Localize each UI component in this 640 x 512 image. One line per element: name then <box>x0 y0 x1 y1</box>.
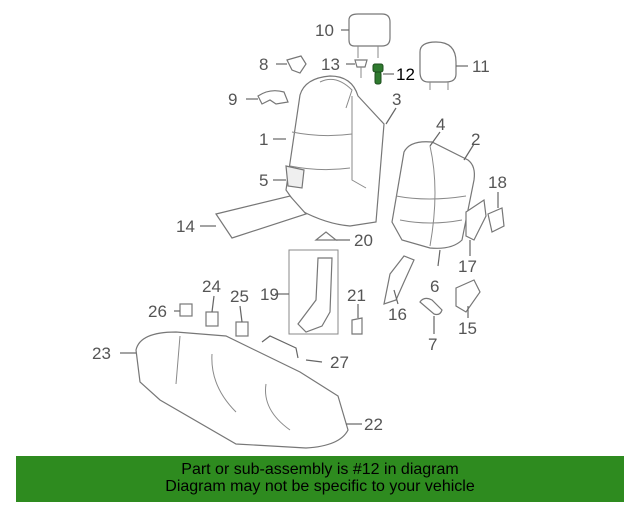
callout-14: 14 <box>176 217 195 236</box>
callout-15: 15 <box>458 319 477 338</box>
callout-1: 1 <box>259 130 268 149</box>
latch-part <box>285 165 305 189</box>
cover-part <box>314 231 338 241</box>
clip-part-24 <box>205 311 219 327</box>
callout-12: 12 <box>396 65 415 84</box>
striker-part-7 <box>419 297 443 316</box>
callout-21: 21 <box>347 286 366 305</box>
seat-cushion-part <box>135 331 349 449</box>
callout-labels: 10 11 8 13 12 9 3 1 4 2 5 18 14 20 17 6 … <box>92 21 507 434</box>
banner-line-disclaimer: Diagram may not be specific to your vehi… <box>165 478 475 495</box>
banner-line-part-number: Part or sub-assembly is #12 in diagram <box>181 461 459 478</box>
bracket-part <box>286 55 307 74</box>
cover-part-15 <box>455 279 481 313</box>
callout-8: 8 <box>259 55 268 74</box>
callout-9: 9 <box>228 90 237 109</box>
callout-16: 16 <box>388 305 407 324</box>
seatback-right-part <box>391 141 475 249</box>
callout-6: 6 <box>430 277 439 296</box>
parts-diagram: 10 11 8 13 12 9 3 1 4 2 5 18 14 20 17 6 … <box>92 13 507 449</box>
highlighted-part-12 <box>372 63 384 85</box>
headrest-right-part <box>419 41 457 90</box>
callout-19: 19 <box>260 285 279 304</box>
hinge-bracket-part <box>257 90 289 105</box>
callout-3: 3 <box>392 90 401 109</box>
callout-20: 20 <box>354 231 373 250</box>
callout-7: 7 <box>428 335 437 354</box>
wire-part-27 <box>261 335 299 359</box>
callout-10: 10 <box>315 21 334 40</box>
guide-pin-part <box>354 59 368 78</box>
callout-22: 22 <box>364 415 383 434</box>
callout-11: 11 <box>472 57 490 76</box>
callout-18: 18 <box>488 173 507 192</box>
clip-part-21 <box>351 317 363 335</box>
seatback-left-part <box>285 75 385 227</box>
callout-4: 4 <box>436 115 445 134</box>
hinge-part-17 <box>465 198 487 241</box>
callout-2: 2 <box>471 130 480 149</box>
leader-lines <box>120 29 499 425</box>
clip-part-25 <box>235 321 249 337</box>
headrest-left-part <box>348 13 391 58</box>
bracket-part-16 <box>383 255 415 305</box>
callout-24: 24 <box>202 277 221 296</box>
panel-part <box>215 195 308 239</box>
callout-23: 23 <box>92 344 111 363</box>
callout-26: 26 <box>148 302 167 321</box>
callout-13: 13 <box>321 55 340 74</box>
callout-27: 27 <box>330 353 349 372</box>
clip-part-26 <box>179 303 193 317</box>
callout-5: 5 <box>259 171 268 190</box>
side-bolster-part <box>288 249 339 335</box>
info-banner: Part or sub-assembly is #12 in diagram D… <box>16 456 624 502</box>
hinge-part-18 <box>487 207 505 233</box>
callout-25: 25 <box>230 287 249 306</box>
callout-17: 17 <box>458 257 477 276</box>
